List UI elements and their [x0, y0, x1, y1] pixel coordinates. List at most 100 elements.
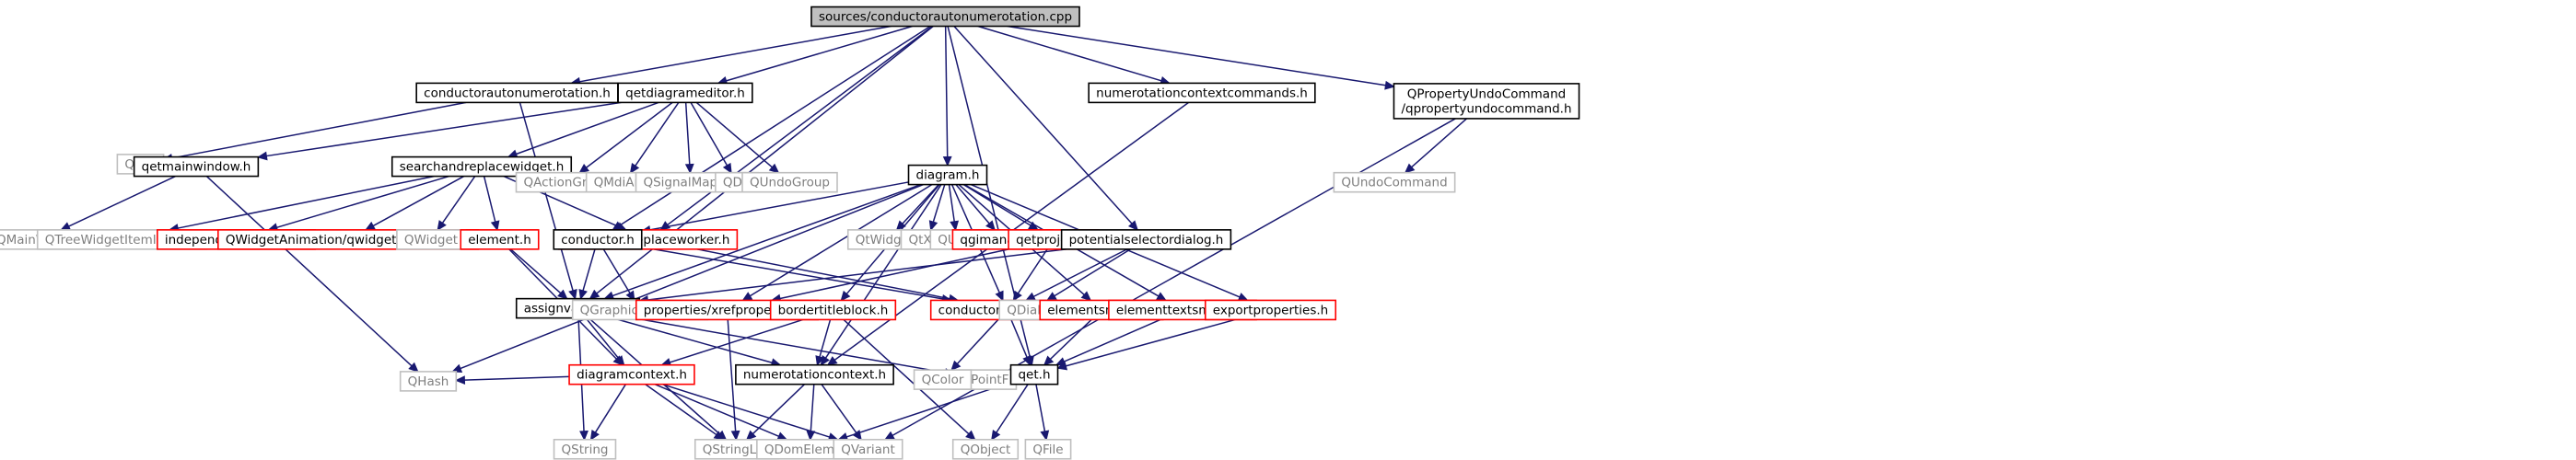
edge-line [1010, 319, 1028, 358]
node-element[interactable]: element.h [460, 229, 540, 250]
edge-line [516, 101, 659, 155]
edge-arrowhead [629, 162, 640, 174]
edge-line [276, 175, 449, 229]
edge-line [661, 383, 830, 438]
edge-qetdiag-to-qetmw [256, 101, 622, 161]
edge-line [586, 101, 673, 168]
node-label: QObject [961, 443, 1011, 457]
node-box [951, 438, 1020, 460]
edge-arrowhead [1043, 355, 1055, 366]
node-qfile: QFile [1024, 438, 1072, 460]
node-root[interactable]: sources/conductorautonumerotation.cpp [810, 6, 1080, 28]
node-box [1024, 438, 1072, 460]
node-exportprops[interactable]: exportproperties.h [1204, 299, 1337, 321]
edge-arrowhead [256, 151, 268, 161]
edge-diagram-to-qhash [451, 183, 924, 373]
node-bordertb[interactable]: bordertitleblock.h [769, 299, 897, 321]
edge-arrowhead [768, 163, 780, 174]
node-label: numerotationcontext.h [743, 368, 886, 383]
edge-line [1035, 384, 1046, 432]
node-label: bordertitleblock.h [778, 303, 889, 317]
node-box [1060, 229, 1232, 250]
node-box [1333, 171, 1456, 193]
edge-arrowhead [579, 430, 589, 442]
edge-arrowhead [965, 430, 976, 441]
edge-arrowhead [451, 363, 463, 373]
edge-line [1007, 25, 1386, 86]
node-label: QFile [1032, 443, 1063, 457]
node-box [769, 299, 897, 321]
node-label: numerotationcontextcommands.h [1096, 86, 1308, 100]
edge-line [641, 246, 943, 300]
edge-line [1411, 118, 1467, 168]
node-qetdiag[interactable]: qetdiagrameditor.h [617, 82, 753, 104]
edge-element-to-assignvars [509, 248, 568, 300]
node-qetmw[interactable]: qetmainwindow.h [133, 155, 260, 178]
edge-root-to-diagram [942, 26, 952, 167]
node-numcontext[interactable]: numerotationcontext.h [735, 363, 894, 385]
node-srw[interactable]: searchandreplacewidget.h [390, 155, 573, 178]
edge-arrowhead [928, 220, 938, 232]
edge-line [977, 25, 1162, 82]
edge-srw-to-element [483, 176, 500, 232]
edge-srw-to-qwanim [364, 175, 465, 231]
edge-line [579, 25, 892, 83]
edge-line [845, 381, 1011, 438]
edge-arrowhead [942, 155, 952, 167]
edge-line [955, 184, 990, 224]
edge-line [647, 248, 1067, 301]
node-box [1393, 83, 1580, 120]
node-potsel[interactable]: potentialselectordialog.h [1060, 229, 1232, 250]
edge-arrowhead [557, 289, 568, 300]
edge-arrowhead [985, 220, 996, 231]
edge-diagram-to-quuid [948, 184, 960, 232]
edge-arrowhead [722, 162, 732, 174]
node-box [390, 155, 573, 178]
edge-condprops-to-qcolor [950, 318, 999, 372]
edge-line [1049, 318, 1092, 361]
edge-line [585, 317, 620, 360]
edge-arrowhead [578, 289, 588, 301]
edge-line [892, 118, 1456, 437]
node-diagram[interactable]: diagram.h [907, 164, 988, 186]
node-box [810, 6, 1080, 28]
node-qet[interactable]: qet.h [1009, 363, 1059, 385]
edge-bordertb-to-numcontext [815, 319, 832, 367]
edge-line [752, 384, 806, 435]
edge-line [464, 375, 570, 381]
edge-qetmw-to-qmainwindow [60, 175, 176, 231]
edge-bordertb-to-qobject [843, 318, 976, 441]
node-diagctx[interactable]: diagramcontext.h [568, 363, 695, 385]
node-label: QWidget [404, 233, 458, 247]
edge-qet-to-qdomelement [837, 381, 1011, 442]
edge-arrowhead [60, 222, 72, 231]
edge-qet-to-qobject [991, 384, 1029, 442]
edge-line [902, 184, 939, 224]
edge-arrowhead [1127, 220, 1139, 231]
edge-arrowhead [840, 290, 851, 302]
node-cautonum[interactable]: conductorautonumerotation.h [415, 82, 619, 104]
edge-qpuc-to-qundocommand [1404, 118, 1467, 174]
edge-diagram-to-numcontext [820, 184, 942, 366]
node-label: potentialselectordialog.h [1069, 233, 1224, 247]
edge-arrowhead [1404, 163, 1416, 174]
node-qpuc[interactable]: QPropertyUndoCommand/qpropertyundocomman… [1393, 83, 1580, 120]
node-label: QPointF [962, 373, 1009, 387]
edge-line [602, 248, 631, 294]
edge-arrowhead [745, 430, 757, 441]
edges-layer [60, 25, 1467, 442]
edge-line [612, 183, 922, 297]
node-numctx[interactable]: numerotationcontextcommands.h [1088, 82, 1316, 104]
edge-line [1064, 318, 1161, 362]
node-label: qetmainwindow.h [142, 160, 251, 175]
edge-line [582, 248, 596, 292]
node-qundocommand: QUndoCommand [1333, 171, 1456, 193]
edge-arrowhead [826, 356, 838, 366]
edge-diagctx-to-qdomelement [654, 384, 788, 441]
edge-arrowhead [950, 360, 962, 372]
node-conductor[interactable]: conductor.h [553, 229, 643, 250]
edge-root-to-assignvars [589, 25, 934, 300]
node-qhash: QHash [399, 371, 458, 392]
node-label: searchandreplacewidget.h [400, 160, 565, 175]
